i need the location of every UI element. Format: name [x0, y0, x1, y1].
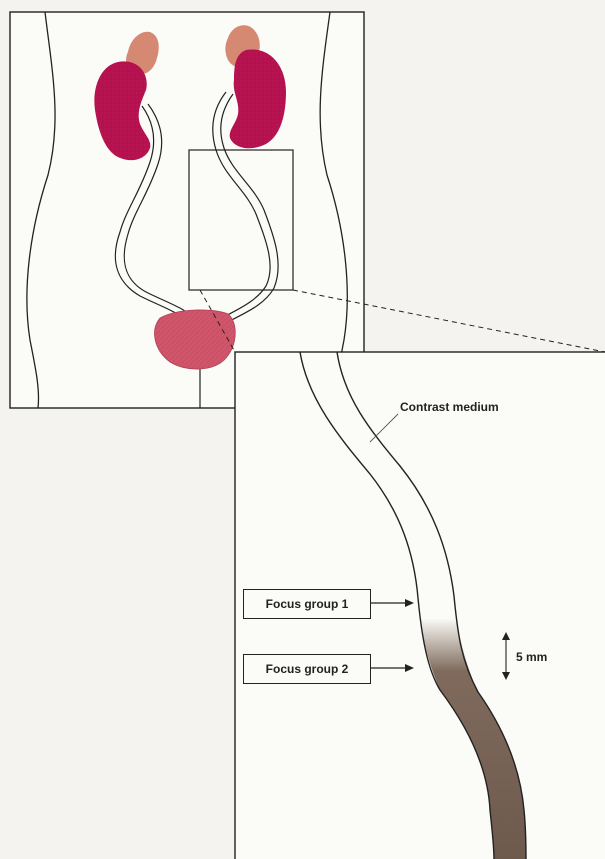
focus-group-1-label: Focus group 1	[243, 589, 371, 619]
scale-bar-label: 5 mm	[516, 650, 547, 664]
contrast-medium-label: Contrast medium	[400, 400, 499, 414]
body-panel	[10, 12, 364, 408]
focus-group-2-label: Focus group 2	[243, 654, 371, 684]
